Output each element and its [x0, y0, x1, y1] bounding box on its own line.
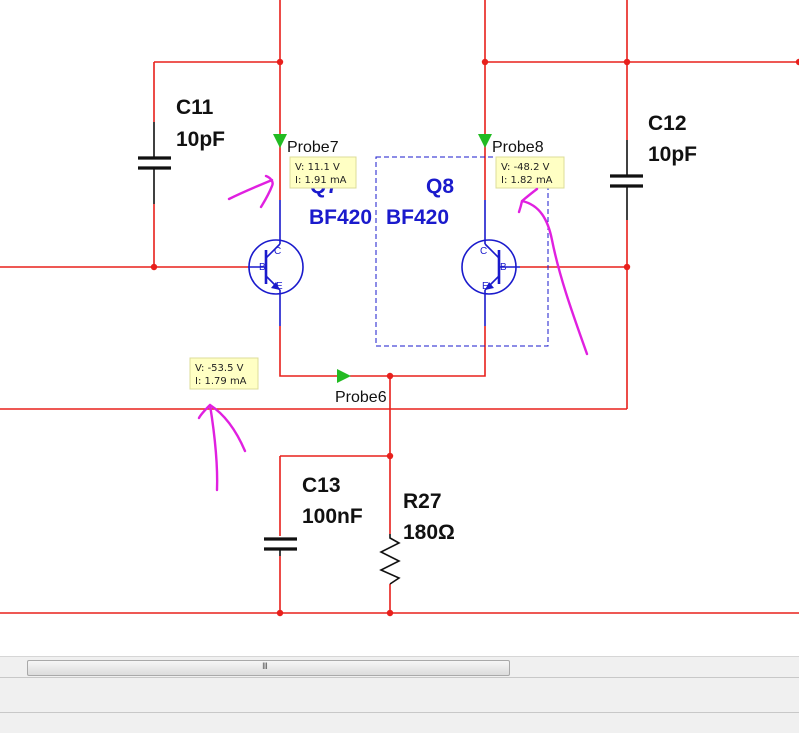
probe7-voltage: V: 11.1 V [295, 162, 340, 173]
transistor-q8[interactable]: C B E Q8 BF420 [375, 156, 549, 347]
wires [0, 0, 799, 614]
q7-pin-c: C [274, 246, 281, 257]
status-divider [0, 712, 799, 713]
probe7[interactable]: Probe7 V: 11.1 V I: 1.91 mA [273, 134, 357, 189]
probe6-current: I: 1.79 mA [195, 376, 247, 387]
probe7-arrow-icon [273, 134, 287, 148]
probe8-name: Probe8 [492, 139, 544, 156]
r27-value-label: 180Ω [403, 521, 455, 544]
q8-pin-c: C [480, 246, 487, 257]
c12-ref-label: C12 [648, 112, 687, 135]
c13-ref-label: C13 [302, 474, 341, 497]
q8-ref-label: Q8 [426, 175, 454, 198]
capacitor-c13[interactable]: C13 100nF [264, 474, 363, 556]
capacitor-c11[interactable]: C11 10pF [138, 96, 225, 204]
q7-pin-e: E [276, 281, 283, 292]
probe8-current: I: 1.82 mA [501, 175, 553, 186]
probe6[interactable]: Probe6 V: -53.5 V I: 1.79 mA [189, 357, 387, 406]
q7-model-label: BF420 [309, 206, 372, 229]
probe7-readout [289, 156, 357, 189]
q8-pin-b: B [500, 262, 507, 273]
schematic-canvas[interactable]: C11 10pF C12 10pF C13 100nF R27 180Ω C B [0, 0, 799, 650]
probe6-name: Probe6 [335, 389, 387, 406]
horizontal-scrollbar[interactable]: III [0, 656, 799, 678]
pen-annotations [197, 174, 589, 492]
q8-model-label: BF420 [386, 206, 449, 229]
capacitor-c12[interactable]: C12 10pF [610, 112, 697, 220]
probe8-readout [495, 156, 565, 189]
probe8[interactable]: Probe8 V: -48.2 V I: 1.82 mA [478, 134, 565, 189]
probe6-arrow-icon [337, 369, 351, 383]
junction-dots [150, 58, 799, 617]
c11-ref-label: C11 [176, 96, 214, 119]
probe7-current: I: 1.91 mA [295, 175, 347, 186]
probe8-voltage: V: -48.2 V [501, 162, 550, 173]
status-bar [0, 677, 799, 733]
q7-pin-b: B [259, 262, 266, 273]
c13-value-label: 100nF [302, 505, 363, 528]
resistor-r27[interactable]: R27 180Ω [379, 490, 455, 585]
r27-ref-label: R27 [403, 490, 442, 513]
scrollbar-thumb[interactable]: III [27, 660, 510, 676]
c12-value-label: 10pF [648, 143, 697, 166]
probe6-voltage: V: -53.5 V [195, 363, 244, 374]
q8-pin-e: E [482, 281, 489, 292]
probe8-arrow-icon [478, 134, 492, 148]
probe6-readout [189, 357, 259, 390]
grip-icon: III [262, 662, 268, 672]
probe7-name: Probe7 [287, 139, 339, 156]
selection-box [375, 156, 549, 347]
c11-value-label: 10pF [176, 128, 225, 151]
